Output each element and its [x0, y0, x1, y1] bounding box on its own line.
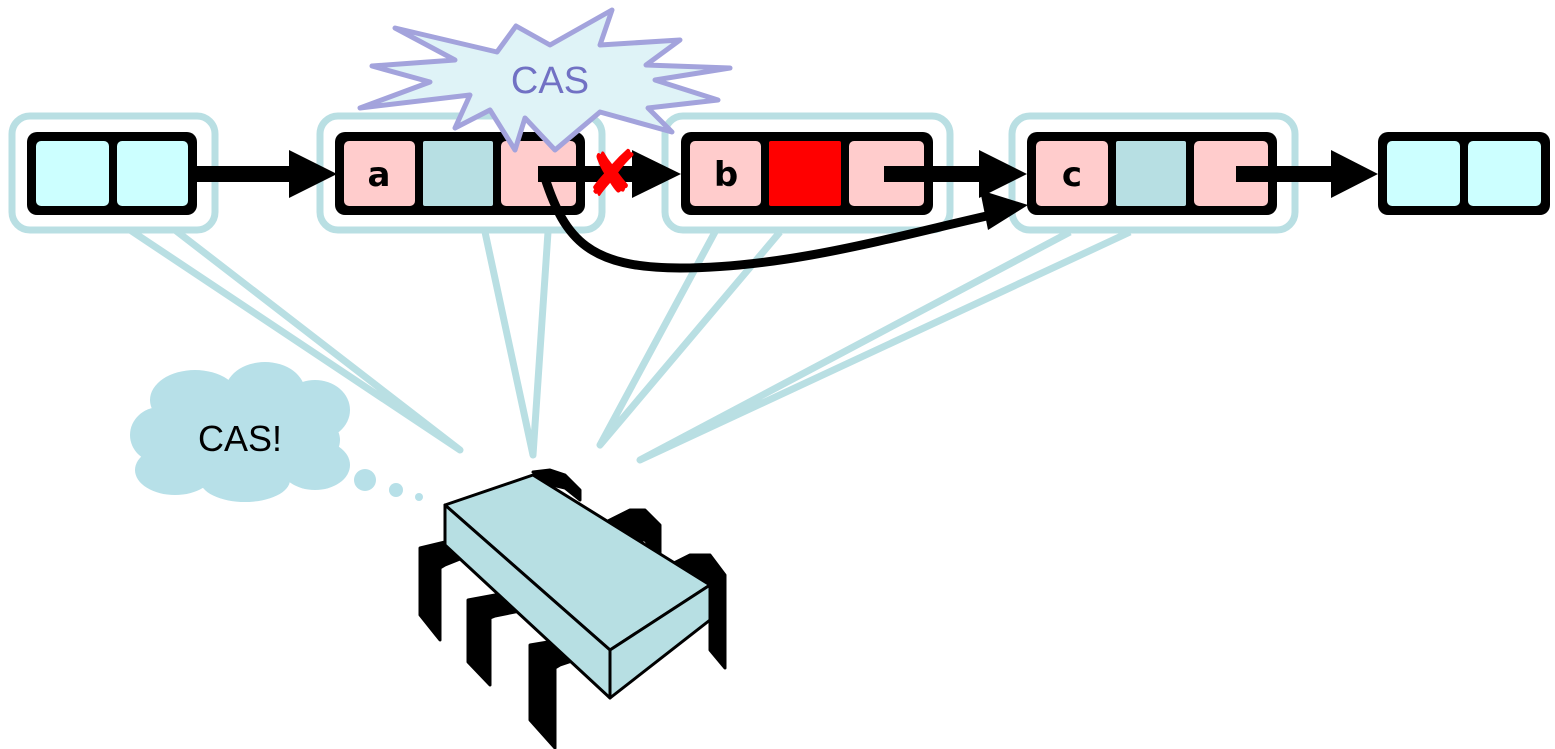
- ray-to-node-c: [636, 228, 1132, 464]
- processor-sight-rays: [128, 227, 1132, 464]
- list-node-b: b: [681, 132, 933, 215]
- cell-c-key: [1036, 141, 1108, 206]
- cell-b-mark: [769, 141, 841, 206]
- cell-0-left: [36, 141, 109, 206]
- ray-to-node-0: [128, 227, 464, 454]
- cell-0-right: [117, 141, 188, 206]
- pointer-c-to-tail: [1236, 150, 1378, 198]
- node-b-label: b: [714, 155, 738, 195]
- thought-cloud-icon: CAS!: [130, 362, 423, 502]
- processor-chip-icon: [418, 468, 727, 749]
- ray-to-node-b: [596, 229, 783, 449]
- pointer-a-to-c-new: [540, 173, 1028, 273]
- node-a-label: a: [368, 155, 391, 195]
- cas-burst-label: CAS: [511, 60, 589, 102]
- list-node-sentinel-tail: [1378, 132, 1550, 215]
- node-c-label: c: [1062, 155, 1082, 195]
- pointer-head-to-a: [197, 150, 337, 198]
- thought-cloud-label: CAS!: [198, 418, 282, 459]
- cell-4-left: [1387, 141, 1460, 206]
- next-pointers: [197, 150, 1378, 198]
- cell-a-mark: [423, 141, 493, 206]
- pointer-b-to-c: [884, 150, 1027, 198]
- cross-mark-icon: ✘: [585, 138, 639, 212]
- cell-a-key: [344, 141, 415, 206]
- list-node-c: c: [1027, 132, 1277, 215]
- cell-c-mark: [1116, 141, 1186, 206]
- ray-to-node-a: [481, 231, 552, 459]
- list-node-sentinel-head: [27, 132, 197, 215]
- cas-burst-icon: CAS: [357, 7, 733, 153]
- cell-4-right: [1468, 141, 1541, 206]
- cell-c-next: [1194, 141, 1268, 206]
- cell-b-key: [690, 141, 761, 206]
- pointer-a-to-b: [538, 150, 681, 198]
